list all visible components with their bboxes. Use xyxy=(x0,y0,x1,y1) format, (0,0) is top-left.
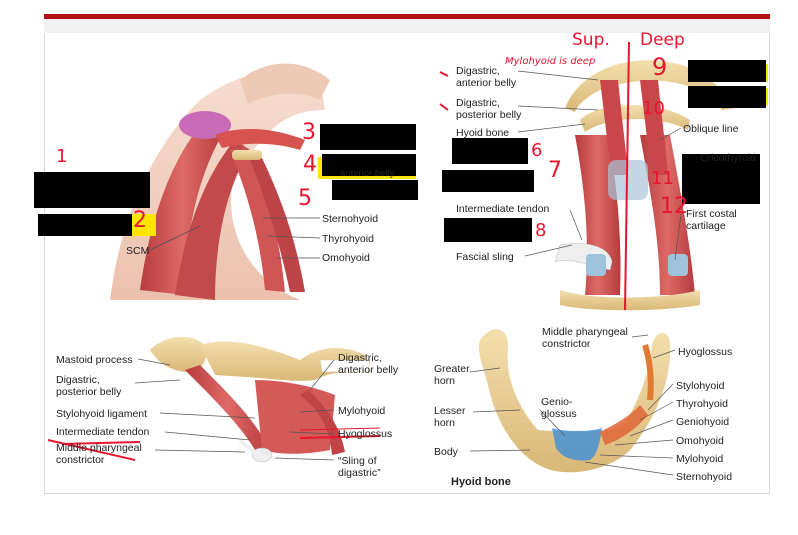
label-lesser-horn-2: horn xyxy=(434,417,456,429)
annotation-sup: Sup. xyxy=(572,30,610,50)
label-thyrohyoid-br: Thyrohyoid xyxy=(676,398,728,410)
leader-lines xyxy=(134,70,682,476)
redaction-9 xyxy=(688,60,766,82)
label-first-costal-2: cartilage xyxy=(686,220,726,232)
top-accent-bar xyxy=(44,14,770,19)
annotation-number-4: 4 xyxy=(303,152,317,177)
label-fascial-sling: Fascial sling xyxy=(456,251,514,263)
label-omohyoid-top: Omohyoid xyxy=(322,252,370,264)
label-sternohyoid-top: Sternohyoid xyxy=(322,213,379,225)
label-middle-pharyngeal-br-1: Middle pharyngeal xyxy=(542,326,628,338)
label-body: Body xyxy=(434,446,458,458)
annotation-number-1: 1 xyxy=(56,146,68,167)
annotation-number-12: 12 xyxy=(660,194,688,219)
annotation-number-6: 6 xyxy=(531,140,543,161)
label-sling-2: digastric” xyxy=(338,467,381,479)
label-digastric-posterior-2: posterior belly xyxy=(456,109,522,121)
annotation-number-2: 2 xyxy=(133,208,147,233)
redaction-6 xyxy=(452,138,528,164)
label-lesser-horn-1: Lesser xyxy=(434,405,466,417)
hyoid-bone-title: Hyoid bone xyxy=(451,476,511,488)
label-middle-pharyngeal-bl-1: Middle pharyngeal xyxy=(56,442,142,454)
label-intermediate-tendon-top: Intermediate tendon xyxy=(456,203,550,215)
label-first-costal-1: First costal xyxy=(686,208,737,220)
redaction-10 xyxy=(688,86,766,108)
bottom-right-hyoid-illustration xyxy=(478,329,671,473)
annotation-deep: Deep xyxy=(640,30,685,50)
label-digastric-posterior-1: Digastric, xyxy=(456,97,500,109)
annotation-strokes xyxy=(47,41,630,461)
label-digastric-anterior-bl-2: anterior belly xyxy=(338,364,399,376)
label-cricothyroid: Cricothyroid xyxy=(700,152,757,164)
redaction-4 xyxy=(322,154,416,176)
annotation-number-3: 3 xyxy=(302,120,316,145)
label-hyoglossus-bl: Hyoglossus xyxy=(338,428,393,440)
label-omohyoid-br: Omohyoid xyxy=(676,435,724,447)
label-digastric-posterior-bl-1: Digastric, xyxy=(56,374,100,386)
redaction-7 xyxy=(442,170,534,192)
label-genioglossus-2: glossus xyxy=(541,408,577,420)
annotation-number-9: 9 xyxy=(652,53,668,81)
redaction-11 xyxy=(682,154,760,204)
bottom-left-mandible-illustration xyxy=(150,336,371,463)
label-anterior-belly-partial: anterior belly xyxy=(340,168,395,179)
top-gray-band xyxy=(44,19,770,33)
label-intermediate-tendon-bl: Intermediate tendon xyxy=(56,426,150,438)
label-genioglossus-1: Genio- xyxy=(541,396,573,408)
label-middle-pharyngeal-bl-2: constrictor xyxy=(56,454,105,466)
label-digastric-posterior-bl-2: posterior belly xyxy=(56,386,122,398)
label-greater-horn-1: Greater xyxy=(434,363,470,375)
redaction-2 xyxy=(38,214,132,236)
annotation-number-8: 8 xyxy=(535,220,547,241)
label-greater-horn-2: horn xyxy=(434,375,456,387)
label-hyoglossus-br: Hyoglossus xyxy=(678,346,733,358)
annotation-number-10: 10 xyxy=(642,98,665,119)
label-digastric-anterior-1: Digastric, xyxy=(456,65,500,77)
redaction-5 xyxy=(332,180,418,200)
label-geniohyoid-br: Geniohyoid xyxy=(676,416,730,428)
redaction-1 xyxy=(34,172,150,208)
label-middle-pharyngeal-br-2: constrictor xyxy=(542,338,591,350)
label-mylohyoid-br: Mylohyoid xyxy=(676,453,724,465)
label-mylohyoid-bl: Mylohyoid xyxy=(338,405,386,417)
annotation-mylohyoid-deep: Mylohyoid is deep xyxy=(505,56,596,67)
label-scm: SCM xyxy=(126,245,150,257)
redaction-8 xyxy=(444,218,532,242)
redaction-3 xyxy=(320,124,416,150)
label-oblique-line: Oblique line xyxy=(683,123,739,135)
annotation-number-5: 5 xyxy=(298,186,312,211)
label-sling-1: “Sling of xyxy=(338,455,377,467)
label-digastric-anterior-2: anterior belly xyxy=(456,77,517,89)
label-sternohyoid-br: Sternohyoid xyxy=(676,471,733,483)
top-right-anterior-neck-illustration xyxy=(554,60,735,311)
label-digastric-anterior-bl-1: Digastric, xyxy=(338,352,382,364)
annotation-number-11: 11 xyxy=(651,168,674,189)
annotation-number-7: 7 xyxy=(548,158,562,183)
label-mastoid-process: Mastoid process xyxy=(56,354,133,366)
label-hyoid-bone: Hyoid bone xyxy=(456,127,510,139)
label-stylohyoid-br: Stylohyoid xyxy=(676,380,725,392)
label-stylohyoid-ligament: Stylohyoid ligament xyxy=(56,408,148,420)
label-thyrohyoid-top: Thyrohyoid xyxy=(322,233,374,245)
top-left-neck-illustration xyxy=(110,63,330,300)
